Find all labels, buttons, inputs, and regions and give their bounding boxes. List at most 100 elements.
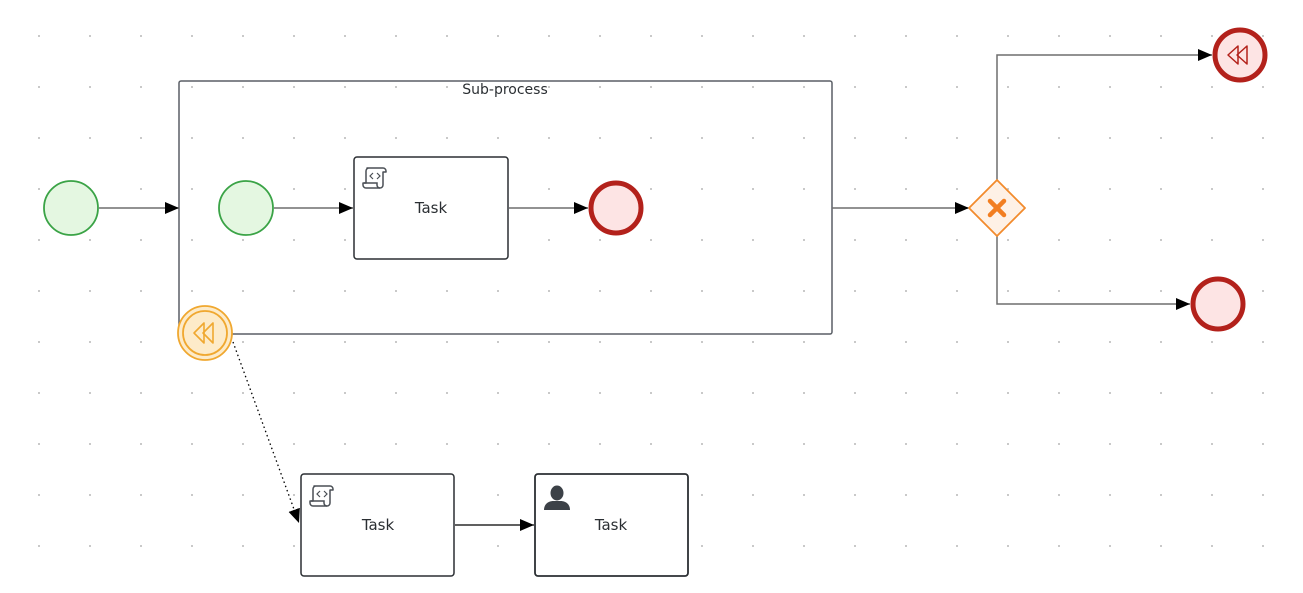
- grid-dot: [548, 341, 550, 343]
- grid-dot: [38, 137, 40, 139]
- exclusive-gateway[interactable]: [968, 179, 1026, 237]
- grid-dot: [497, 494, 499, 496]
- task-inner-script[interactable]: Task: [353, 156, 509, 260]
- grid-dot: [293, 341, 295, 343]
- grid-dot: [1262, 137, 1264, 139]
- grid-dot: [1160, 35, 1162, 37]
- grid-dot: [905, 494, 907, 496]
- grid-dot: [1262, 341, 1264, 343]
- grid-dot: [242, 494, 244, 496]
- end-event-inner[interactable]: [588, 180, 644, 236]
- grid-dot: [1007, 239, 1009, 241]
- grid-dot: [752, 341, 754, 343]
- end-event-plain[interactable]: [1190, 276, 1246, 332]
- grid-dot: [956, 545, 958, 547]
- grid-dot: [956, 35, 958, 37]
- grid-dot: [446, 443, 448, 445]
- grid-dot: [140, 86, 142, 88]
- grid-dot: [1211, 392, 1213, 394]
- grid-dot: [1109, 341, 1111, 343]
- grid-dot: [38, 443, 40, 445]
- grid-dot: [701, 188, 703, 190]
- grid-dot: [446, 35, 448, 37]
- grid-dot: [599, 443, 601, 445]
- compensation-icon: [1227, 45, 1248, 65]
- grid-dot: [956, 137, 958, 139]
- grid-dot: [242, 137, 244, 139]
- grid-dot: [1058, 239, 1060, 241]
- grid-dot: [1007, 137, 1009, 139]
- grid-dot: [701, 290, 703, 292]
- boundary-event-compensation[interactable]: [177, 305, 233, 361]
- grid-dot: [497, 35, 499, 37]
- task-compensation-user[interactable]: Task: [534, 473, 689, 577]
- flow-gateway-to-end[interactable]: [996, 236, 1190, 310]
- grid-dot: [854, 494, 856, 496]
- grid-dot: [1262, 290, 1264, 292]
- task-compensation-script[interactable]: Task: [300, 473, 455, 577]
- grid-dot: [854, 290, 856, 292]
- start-event-inner[interactable]: [218, 180, 274, 236]
- grid-dot: [752, 545, 754, 547]
- grid-dot: [1211, 137, 1213, 139]
- grid-dot: [1109, 494, 1111, 496]
- grid-dot: [242, 86, 244, 88]
- grid-dot: [191, 545, 193, 547]
- grid-dot: [803, 239, 805, 241]
- grid-dot: [956, 290, 958, 292]
- grid-dot: [548, 290, 550, 292]
- grid-dot: [803, 443, 805, 445]
- grid-dot: [1007, 35, 1009, 37]
- grid-dot: [854, 86, 856, 88]
- grid-dot: [89, 290, 91, 292]
- script-icon: [309, 485, 334, 507]
- grid-dot: [1211, 545, 1213, 547]
- grid-dot: [956, 443, 958, 445]
- end-event-compensation[interactable]: [1212, 27, 1268, 83]
- grid-dot: [140, 341, 142, 343]
- grid-dot: [1007, 494, 1009, 496]
- grid-dot: [191, 443, 193, 445]
- grid-dot: [344, 239, 346, 241]
- grid-dot: [548, 86, 550, 88]
- user-icon: [544, 485, 570, 510]
- grid-dot: [650, 341, 652, 343]
- x-icon: [987, 198, 1007, 218]
- grid-dot: [89, 494, 91, 496]
- grid-dot: [1109, 290, 1111, 292]
- grid-dot: [140, 239, 142, 241]
- grid-dot: [1109, 35, 1111, 37]
- grid-dot: [293, 392, 295, 394]
- grid-dot: [803, 35, 805, 37]
- grid-dot: [191, 35, 193, 37]
- grid-dot: [1262, 392, 1264, 394]
- grid-dot: [650, 443, 652, 445]
- grid-dot: [497, 341, 499, 343]
- grid-dot: [497, 137, 499, 139]
- association-compensation[interactable]: [232, 341, 300, 524]
- grid-dot: [752, 188, 754, 190]
- flow-gateway-to-compensation-end[interactable]: [996, 49, 1212, 180]
- task-label: Task: [414, 199, 448, 217]
- grid-dot: [140, 392, 142, 394]
- grid-dot: [599, 341, 601, 343]
- grid-dot: [293, 239, 295, 241]
- grid-dot: [395, 290, 397, 292]
- grid-dot: [1109, 443, 1111, 445]
- grid-dot: [752, 443, 754, 445]
- sequence-flows: [99, 49, 1212, 531]
- start-event-outer[interactable]: [43, 180, 99, 236]
- grid-dot: [1007, 188, 1009, 190]
- grid-dot: [344, 35, 346, 37]
- grid-dot: [344, 188, 346, 190]
- grid-dot: [1109, 188, 1111, 190]
- grid-dot: [956, 239, 958, 241]
- grid-dot: [344, 443, 346, 445]
- grid-dot: [242, 392, 244, 394]
- grid-dot: [701, 86, 703, 88]
- grid-dot: [242, 443, 244, 445]
- grid-dot: [650, 86, 652, 88]
- grid-dot: [140, 137, 142, 139]
- grid-dot: [1058, 86, 1060, 88]
